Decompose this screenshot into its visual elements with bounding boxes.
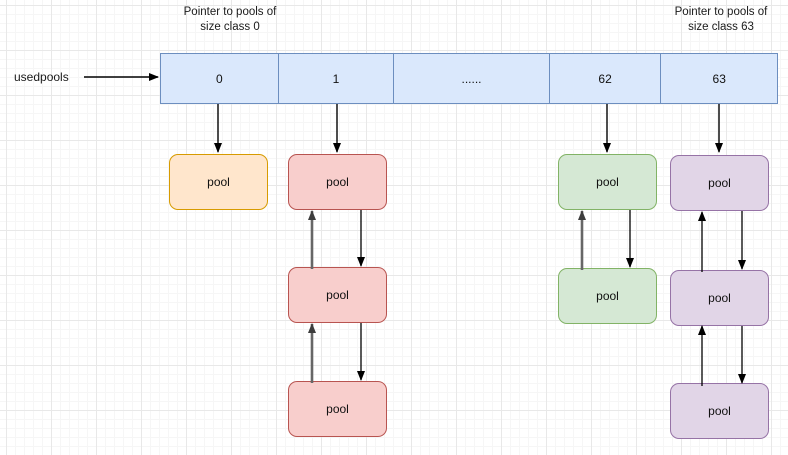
pool-class62-1[interactable]: pool <box>558 154 657 210</box>
arrow-array-to-pool-class-63 <box>715 104 723 153</box>
arrow-class63-next-1-2 <box>738 211 746 270</box>
array-cell-1[interactable]: 1 <box>279 54 395 103</box>
pool-class63-1[interactable]: pool <box>670 155 769 211</box>
arrow-class63-next-2-3 <box>738 326 746 384</box>
usedpools-pointer-arrow <box>84 73 159 81</box>
arrow-class62-next-1-2 <box>626 210 634 268</box>
arrow-class63-prev-2-1 <box>698 211 706 272</box>
caption-size-class-63: Pointer to pools of size class 63 <box>674 6 768 33</box>
caption-size-class-0: Pointer to pools of size class 0 <box>183 6 277 33</box>
usedpools-label: usedpools <box>14 70 69 84</box>
arrow-class1-prev-3-2 <box>308 323 316 383</box>
array-cell-63[interactable]: 63 <box>712 71 726 86</box>
arrow-class1-next-1-2 <box>357 210 365 267</box>
usedpools-array: 0 1 ...... 62 63 <box>160 53 778 104</box>
pool-class63-3[interactable]: pool <box>670 383 769 439</box>
arrow-class63-prev-3-2 <box>698 325 706 386</box>
arrow-class62-prev-2-1 <box>578 210 586 270</box>
arrow-class1-next-2-3 <box>357 323 365 381</box>
arrow-class1-prev-2-1 <box>308 210 316 269</box>
array-cell-ellipsis[interactable]: ...... <box>394 54 550 103</box>
pool-class62-2[interactable]: pool <box>558 268 657 324</box>
pool-class63-2[interactable]: pool <box>670 270 769 326</box>
arrow-array-to-pool-class-62 <box>603 104 611 153</box>
pool-class0-1[interactable]: pool <box>169 154 268 210</box>
array-cell-0[interactable]: 0 <box>161 54 279 103</box>
pool-class1-2[interactable]: pool <box>288 267 387 323</box>
pool-class1-1[interactable]: pool <box>288 154 387 210</box>
arrow-array-to-pool-class-0 <box>214 104 222 153</box>
arrow-array-to-pool-class-1 <box>333 104 341 153</box>
pool-class1-3[interactable]: pool <box>288 381 387 437</box>
array-cell-62[interactable]: 62 <box>550 54 662 103</box>
